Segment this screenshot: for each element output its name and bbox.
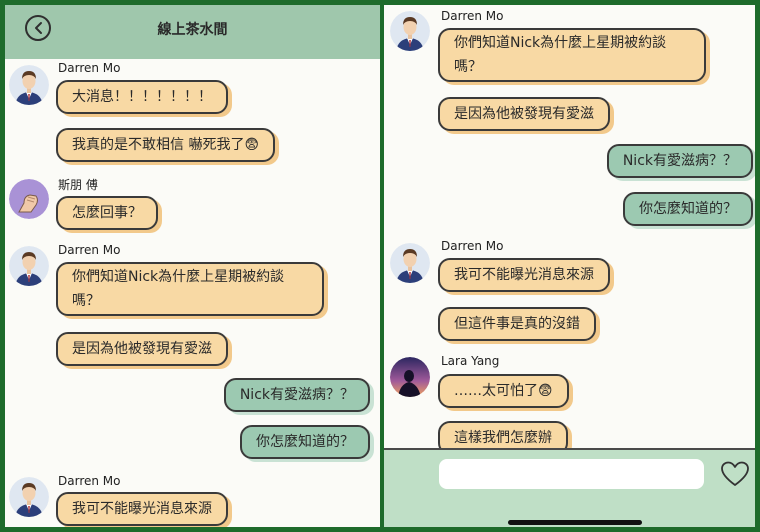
message-bubble[interactable]: 是因為他被發現有愛滋 [438,97,610,131]
sender-name: Darren Mo [58,61,121,75]
message-bubble[interactable]: ……太可怕了😨 [438,374,569,408]
chat-screen-right: Darren Mo 你們知道Nick為什麼上星期被約談嗎？ 是因為他被發現有愛滋… [384,5,755,527]
darren-avatar[interactable] [9,65,49,105]
chat-screen-left: 線上茶水間 Darren Mo 大消息！！！！！！！ 我真的是不敢相信 嚇死我了… [5,5,380,527]
chat-title: 線上茶水間 [157,22,228,38]
heart-icon[interactable] [720,460,750,488]
back-button[interactable] [25,15,51,41]
message-bubble[interactable]: 怎麼回事？ [56,196,158,230]
sender-name: 斯朋 傅 [58,178,98,192]
back-arrow-icon [35,22,42,34]
lara-avatar[interactable] [390,357,430,397]
message-composer [384,448,755,527]
message-bubble[interactable]: 但這件事是真的沒錯 [438,307,596,341]
fist-avatar[interactable] [9,179,49,219]
chat-header: 線上茶水間 [5,5,380,59]
darren-avatar[interactable] [390,11,430,51]
sender-name: Darren Mo [58,474,121,488]
home-indicator [508,520,642,525]
message-bubble[interactable]: 我可不能曝光消息來源 [56,492,228,526]
message-bubble[interactable]: 你們知道Nick為什麼上星期被約談嗎？ [56,262,324,316]
sender-name: Darren Mo [58,243,121,257]
message-bubble[interactable]: 你們知道Nick為什麼上星期被約談嗎？ [438,28,706,82]
darren-avatar[interactable] [9,477,49,517]
sender-name: Darren Mo [441,9,504,23]
sender-name: Lara Yang [441,354,500,368]
message-bubble[interactable]: 我真的是不敢相信 嚇死我了😨 [56,128,276,162]
sender-name: Darren Mo [441,239,504,253]
outgoing-message-bubble[interactable]: Nick有愛滋病？？ [606,144,753,178]
message-bubble[interactable]: 是因為他被發現有愛滋 [56,332,228,366]
outgoing-message-bubble[interactable]: Nick有愛滋病？？ [223,378,370,412]
darren-avatar[interactable] [390,243,430,283]
outgoing-message-bubble[interactable]: 你怎麼知道的？ [240,425,370,459]
message-bubble[interactable]: 我可不能曝光消息來源 [438,258,610,292]
message-bubble[interactable]: 大消息！！！！！！！ [56,80,228,114]
darren-avatar[interactable] [9,246,49,286]
message-input[interactable] [439,459,704,489]
outgoing-message-bubble[interactable]: 你怎麼知道的？ [623,192,753,226]
